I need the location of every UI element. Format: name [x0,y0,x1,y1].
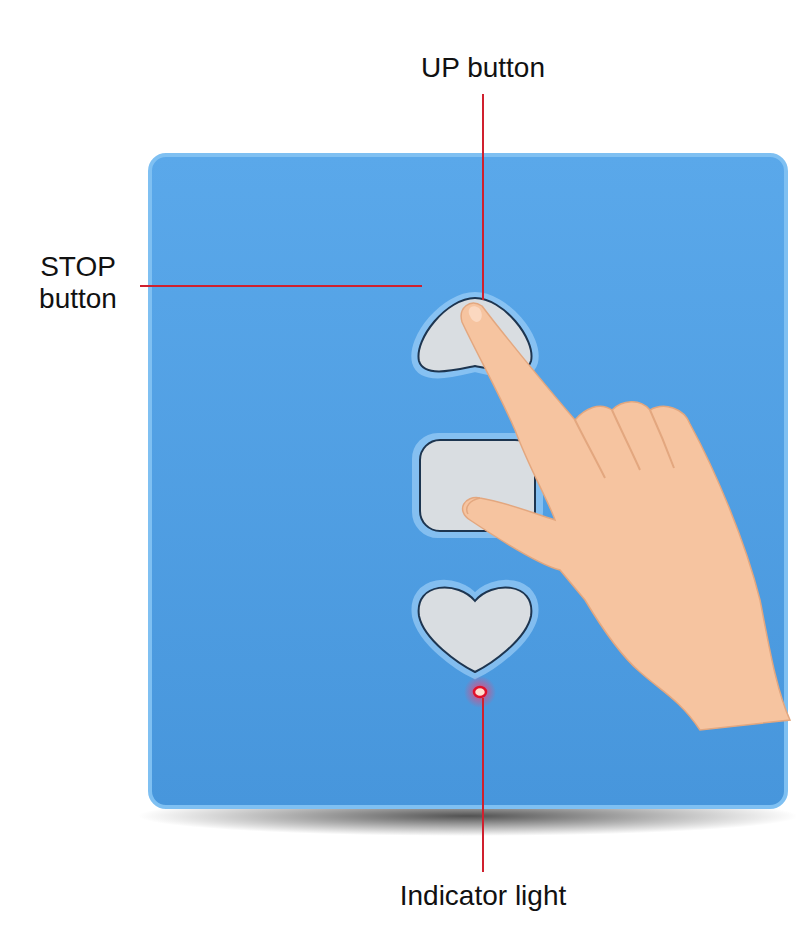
callout-label: UP button [421,52,545,84]
down-button [419,587,532,672]
indicator-light [474,687,486,697]
callout-label: Indicator light [400,880,567,912]
pointing-hand [461,303,790,730]
leader-line [482,94,484,300]
leader-line [482,698,484,872]
leader-line [140,285,422,287]
callout-label: STOP button [16,251,141,315]
indicator-glow [464,676,496,708]
